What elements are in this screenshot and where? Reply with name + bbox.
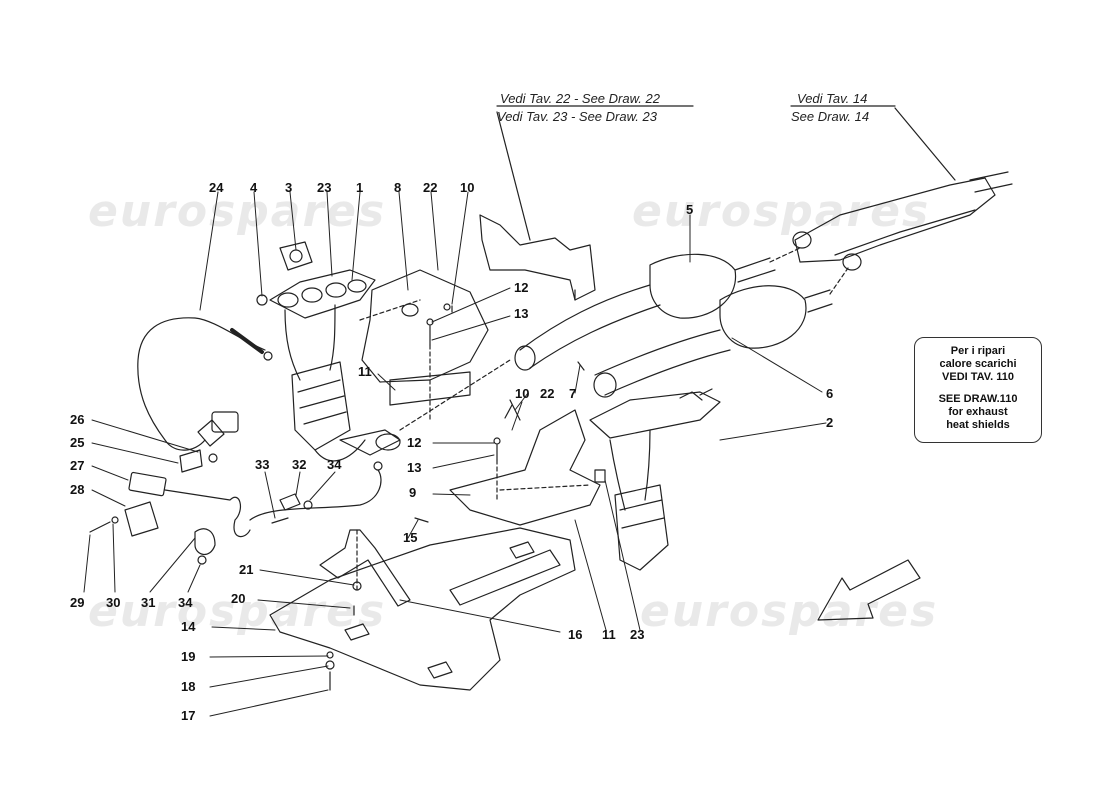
note-line: Per i ripari [950, 345, 1006, 357]
callout-label: 17 [181, 708, 195, 723]
callout-label: 1 [356, 180, 363, 195]
callout-leaders [83, 191, 827, 717]
callout-label: 9 [409, 485, 416, 500]
callout-label: 13 [514, 306, 528, 321]
callout-label: 16 [568, 627, 582, 642]
heat-shield-note: Per i ripari calore scarichi VEDI TAV. 1… [914, 337, 1042, 443]
fasteners [325, 361, 585, 691]
bolts-12-13-lower [493, 404, 513, 501]
reference-draw-14: See Draw. 14 [791, 109, 870, 124]
left-exhaust-manifold [269, 269, 401, 462]
callout-label: 30 [106, 595, 120, 610]
callout-label: 3 [285, 180, 292, 195]
underbody-shield [269, 527, 576, 691]
callout-label: 4 [250, 180, 258, 195]
callout-label: 33 [255, 457, 269, 472]
reference-leaders [496, 105, 956, 241]
note-line: VEDI TAV. 110 [942, 371, 1014, 383]
note-line: for exhaust [948, 406, 1008, 418]
callout-label: 34 [178, 595, 193, 610]
lower-heat-shield [449, 409, 606, 526]
callout-label: 2 [826, 415, 833, 430]
reference-tav-14: Vedi Tav. 14 [797, 91, 868, 106]
bolts-12-13-upper [426, 303, 453, 421]
callout-label: 18 [181, 679, 195, 694]
note-line: heat shields [946, 419, 1010, 431]
callout-label: 12 [407, 435, 421, 450]
callout-label: 21 [239, 562, 253, 577]
rear-silencer [792, 171, 1013, 271]
callout-label: 6 [826, 386, 833, 401]
lambda-sensor-cable [137, 317, 273, 451]
mounting-bracket [479, 214, 596, 301]
callout-label: 22 [540, 386, 554, 401]
callout-label: 7 [569, 386, 576, 401]
callout-label: 25 [70, 435, 84, 450]
callout-label: 12 [514, 280, 528, 295]
note-line: calore scarichi [939, 358, 1017, 370]
watermark: eurospares [88, 186, 387, 237]
callout-label: 14 [181, 619, 196, 634]
callout-label: 23 [317, 180, 331, 195]
callout-label: 23 [630, 627, 644, 642]
callout-label: 29 [70, 595, 84, 610]
callout-label: 20 [231, 591, 245, 606]
callout-label: 22 [423, 180, 437, 195]
callout-label: 31 [141, 595, 155, 610]
callout-label: 8 [394, 180, 401, 195]
right-exhaust-manifold [589, 388, 721, 571]
callout-numbers: 24 4 3 23 1 8 22 10 5 12 13 11 10 22 7 6… [70, 180, 833, 723]
watermark: eurospares [632, 186, 931, 237]
callout-label: 28 [70, 482, 84, 497]
callout-label: 32 [292, 457, 306, 472]
reference-draw-22: Vedi Tav. 22 - See Draw. 22 [500, 91, 660, 106]
callout-label: 11 [602, 627, 616, 642]
callout-label: 10 [460, 180, 474, 195]
support-bracket [319, 529, 411, 607]
reference-draw-23: Vedi Tav. 23 - See Draw. 23 [497, 109, 657, 124]
catalytic-converter-lower [593, 285, 833, 398]
callout-label: 19 [181, 649, 195, 664]
callout-label: 34 [327, 457, 342, 472]
manifold-heat-shield [361, 269, 489, 406]
note-line: SEE DRAW.110 [938, 393, 1018, 405]
alignment-lines [356, 247, 849, 591]
callout-label: 10 [515, 386, 529, 401]
direction-arrow [817, 559, 921, 621]
callout-label: 5 [686, 202, 693, 217]
callout-label: 15 [403, 530, 417, 545]
callout-label: 11 [358, 364, 372, 379]
callout-label: 27 [70, 458, 84, 473]
catalytic-converter-upper [514, 253, 776, 371]
sensor-connectors [89, 449, 383, 565]
callout-label: 24 [209, 180, 224, 195]
callout-label: 13 [407, 460, 421, 475]
callout-label: 26 [70, 412, 84, 427]
